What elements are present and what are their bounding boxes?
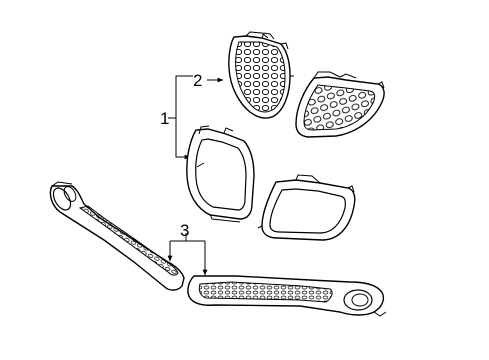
- grille-frame-right: [257, 174, 356, 241]
- callout-3: 3: [180, 221, 189, 240]
- callout-2: 2: [193, 71, 202, 90]
- upper-grille-left: [228, 31, 294, 119]
- leader-lines-1-2: [168, 75, 224, 160]
- grille-frame-left: [186, 125, 255, 223]
- lower-grille-left: [49, 181, 185, 291]
- callout-1: 1: [160, 109, 169, 128]
- lower-grille-right: [187, 275, 387, 317]
- upper-grille-right: [295, 71, 385, 138]
- leader-lines-3: [167, 233, 208, 276]
